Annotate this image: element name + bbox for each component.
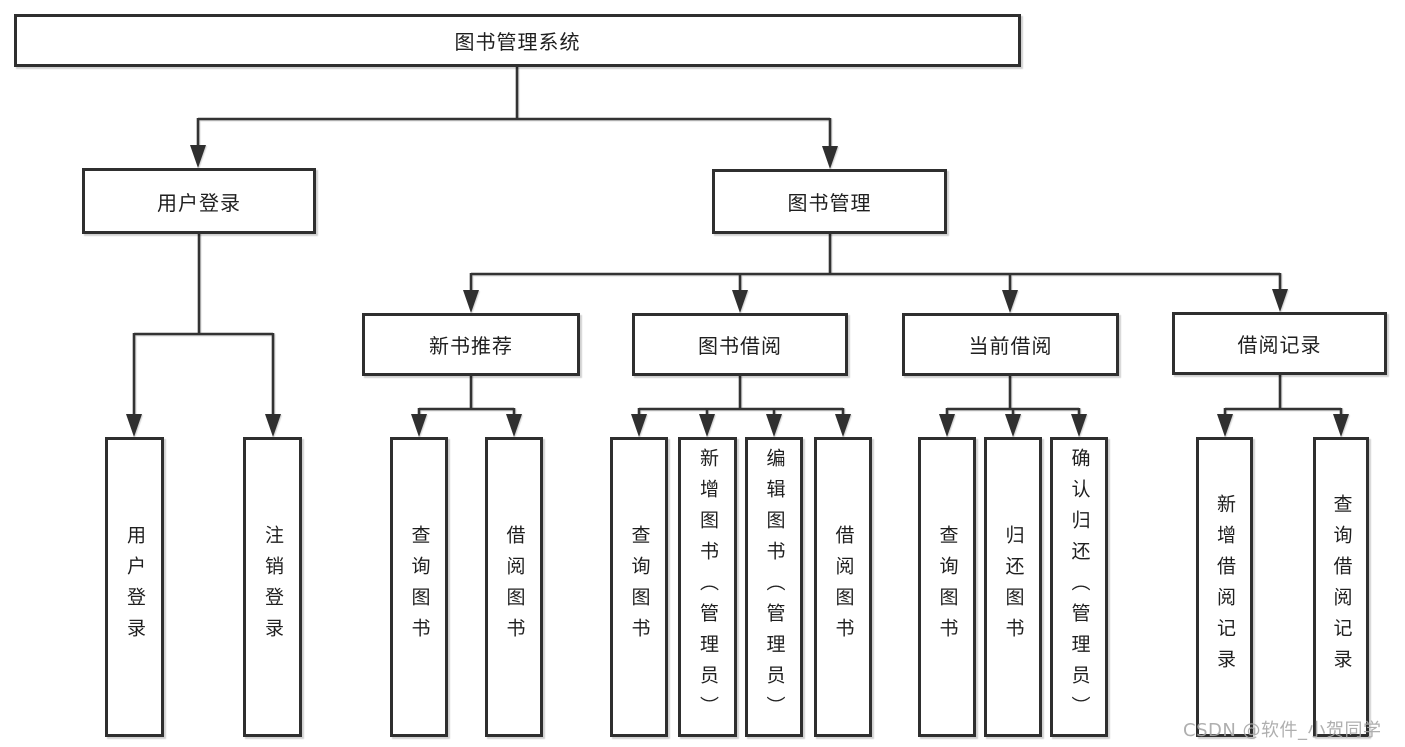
node-label: 借阅图书 xyxy=(832,525,855,649)
node-label: 归还图书 xyxy=(1002,525,1025,649)
csdn-watermark: CSDN @软件_小贺同学 xyxy=(1183,720,1382,741)
node-leaf-query-borrow-record: 查询借阅记录 xyxy=(1313,437,1369,737)
node-label: 借阅图书 xyxy=(503,525,526,649)
node-leaf-confirm-return-admin: 确认归还（管理员） xyxy=(1050,437,1108,737)
node-leaf-borrow-books-2: 借阅图书 xyxy=(814,437,872,737)
node-label: 查询图书 xyxy=(408,525,431,649)
node-label: 图书管理系统 xyxy=(454,30,581,54)
node-label: 用户登录 xyxy=(124,525,146,649)
node-leaf-add-books-admin: 新增图书（管理员） xyxy=(678,437,737,737)
node-leaf-return-books: 归还图书 xyxy=(984,437,1042,737)
node-leaf-query-books-2: 查询图书 xyxy=(610,437,668,737)
node-label: 编辑图书（管理员） xyxy=(763,447,786,727)
node-leaf-user-login: 用户登录 xyxy=(105,437,164,737)
node-user-login: 用户登录 xyxy=(82,168,316,234)
node-label: 新增借阅记录 xyxy=(1214,494,1236,680)
node-label: 用户登录 xyxy=(157,190,241,215)
node-leaf-logout: 注销登录 xyxy=(243,437,302,737)
node-leaf-query-books-3: 查询图书 xyxy=(918,437,976,737)
node-label: 查询借阅记录 xyxy=(1330,494,1353,680)
node-leaf-edit-books-admin: 编辑图书（管理员） xyxy=(745,437,803,737)
node-label: 新增图书（管理员） xyxy=(697,447,719,727)
node-leaf-query-books: 查询图书 xyxy=(390,437,448,737)
node-leaf-borrow-books: 借阅图书 xyxy=(485,437,543,737)
node-label: 图书管理 xyxy=(787,191,872,215)
node-label: 查询图书 xyxy=(628,525,651,649)
node-library-management-system: 图书管理系统 xyxy=(14,14,1021,67)
arrow-down-icons xyxy=(126,145,1349,437)
node-label: 当前借阅 xyxy=(968,334,1053,358)
node-new-book-recommend: 新书推荐 xyxy=(362,313,580,376)
node-leaf-add-borrow-record: 新增借阅记录 xyxy=(1196,437,1253,737)
node-label: 注销登录 xyxy=(262,525,284,649)
node-label: 图书借阅 xyxy=(698,334,782,358)
node-borrow-record: 借阅记录 xyxy=(1172,312,1387,375)
node-label: 确认归还（管理员） xyxy=(1068,447,1091,727)
node-book-borrow: 图书借阅 xyxy=(632,313,848,376)
node-label: 新书推荐 xyxy=(429,334,513,358)
node-book-management: 图书管理 xyxy=(712,169,947,234)
node-label: 查询图书 xyxy=(936,525,959,649)
node-current-borrow: 当前借阅 xyxy=(902,313,1119,376)
node-label: 借阅记录 xyxy=(1237,333,1322,357)
